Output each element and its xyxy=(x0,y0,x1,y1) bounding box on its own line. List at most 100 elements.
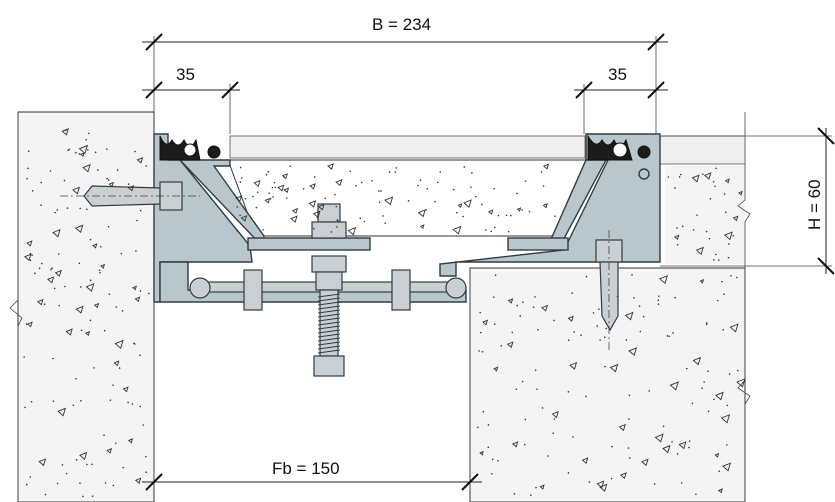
aggregate-dot xyxy=(633,297,635,299)
aggregate-dot xyxy=(80,329,83,332)
aggregate-dot xyxy=(728,373,731,375)
aggregate-dot xyxy=(493,323,496,325)
aggregate-dot xyxy=(705,323,708,326)
aggregate-dot xyxy=(642,315,645,318)
aggregate-mark xyxy=(75,305,84,314)
aggregate-dot xyxy=(712,180,715,183)
aggregate-dot xyxy=(255,206,258,209)
aggregate-dot xyxy=(122,466,125,469)
aggregate-dot xyxy=(493,187,496,190)
aggregate-mark xyxy=(84,330,91,337)
center-bolt xyxy=(311,203,347,377)
aggregate-dot xyxy=(567,339,570,342)
aggregate-dot xyxy=(107,179,110,181)
aggregate-dot xyxy=(567,391,570,393)
aggregate-dot xyxy=(523,443,526,446)
aggregate-dot xyxy=(662,425,665,428)
aggregate-mark xyxy=(729,323,739,333)
aggregate-mark xyxy=(114,339,124,350)
aggregate-mark xyxy=(624,311,634,321)
aggregate-dot xyxy=(500,345,503,347)
aggregate-dot xyxy=(148,292,150,295)
aggregate-mark xyxy=(134,477,142,484)
aggregate-dot xyxy=(139,405,142,408)
aggregate-dot xyxy=(674,187,676,189)
aggregate-dot xyxy=(528,210,531,213)
dimension-h: H = 60 xyxy=(660,127,835,275)
aggregate-dot xyxy=(66,207,69,209)
aggregate-dot xyxy=(588,481,591,483)
aggregate-dot xyxy=(384,222,386,224)
aggregate-dot xyxy=(31,190,34,192)
aggregate-mark xyxy=(487,209,494,215)
aggregate-dot xyxy=(103,434,105,437)
aggregate-dot xyxy=(25,323,28,325)
aggregate-mark xyxy=(36,298,44,306)
aggregate-mark xyxy=(463,199,472,208)
aggregate-dot xyxy=(716,299,719,302)
aggregate-dot xyxy=(116,169,119,171)
aggregate-dot xyxy=(471,172,473,174)
aggregate-mark xyxy=(131,285,137,291)
aggregate-dot xyxy=(534,296,536,298)
aggregate-dot xyxy=(56,482,59,485)
aggregate-dot xyxy=(470,186,472,188)
bolt-thread xyxy=(317,345,341,350)
aggregate-dot xyxy=(616,295,619,298)
aggregate-dot xyxy=(681,225,684,228)
dimension-b: B = 234 xyxy=(142,15,668,134)
aggregate-dot xyxy=(688,440,691,442)
aggregate-mark xyxy=(457,203,463,208)
aggregate-dot xyxy=(605,327,607,330)
aggregate-mark xyxy=(136,157,144,164)
aggregate-mark xyxy=(723,231,733,241)
aggregate-dot xyxy=(378,190,380,192)
aggregate-mark xyxy=(703,172,712,180)
aggregate-dot xyxy=(541,407,544,409)
aggregate-mark xyxy=(335,179,343,187)
aggregate-dot xyxy=(439,171,442,173)
aggregate-mark xyxy=(264,197,271,204)
aggregate-mark xyxy=(678,441,687,450)
aggregate-mark xyxy=(79,451,88,461)
aggregate-dot xyxy=(722,329,725,331)
aggregate-dot xyxy=(118,367,121,369)
aggregate-dot xyxy=(337,219,339,222)
aggregate-dot xyxy=(709,198,712,200)
bolt-thread xyxy=(317,325,341,330)
aggregate-dot xyxy=(29,476,32,478)
aggregate-dot xyxy=(718,470,720,472)
aggregate-dot xyxy=(109,399,112,401)
aggregate-dot xyxy=(668,335,670,338)
aggregate-dot xyxy=(99,271,101,274)
aggregate-dot xyxy=(648,390,651,392)
aggregate-dot xyxy=(89,319,92,322)
aggregate-mark xyxy=(618,423,626,432)
aggregate-mark xyxy=(347,226,357,236)
aggregate-dot xyxy=(571,292,574,294)
aggregate-dot xyxy=(540,171,543,173)
aggregate-dot xyxy=(239,181,242,183)
aggregate-dot xyxy=(53,287,56,290)
aggregate-dot xyxy=(24,406,26,409)
aggregate-dot xyxy=(522,301,524,303)
aggregate-dot xyxy=(51,267,53,270)
aggregate-dot xyxy=(273,181,276,184)
aggregate-mark xyxy=(482,319,489,326)
aggregate-dot xyxy=(135,250,137,252)
aggregate-dot xyxy=(241,177,243,179)
aggregate-dot xyxy=(580,334,582,337)
aggregate-dot xyxy=(638,305,641,308)
aggregate-dot xyxy=(268,192,270,195)
infill-concrete xyxy=(227,159,587,237)
aggregate-dot xyxy=(537,328,539,331)
aggregate-dot xyxy=(49,170,52,172)
aggregate-dot xyxy=(94,151,97,154)
aggregate-mark xyxy=(85,283,95,292)
aggregate-dot xyxy=(239,166,242,169)
aggregate-mark xyxy=(654,433,664,443)
aggregate-dot xyxy=(532,306,535,308)
aggregate-dot xyxy=(547,455,549,457)
aggregate-mark xyxy=(54,269,62,277)
